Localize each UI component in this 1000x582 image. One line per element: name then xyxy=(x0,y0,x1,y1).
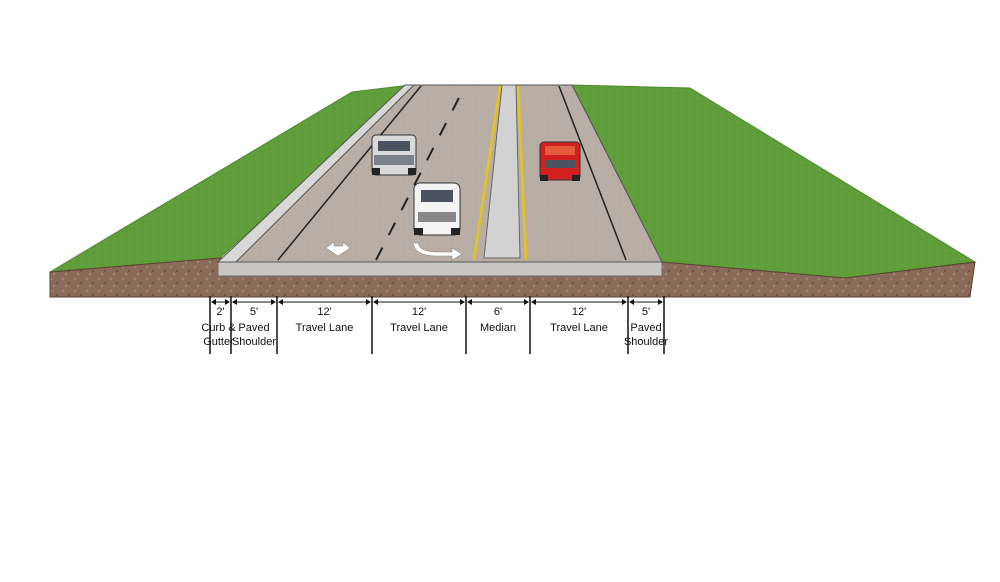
dimension-arrowhead xyxy=(366,299,371,305)
dimension-arrowhead xyxy=(460,299,465,305)
roadway-pavement xyxy=(234,84,663,263)
dimension-arrowhead xyxy=(467,299,472,305)
dimension-arrowhead xyxy=(622,299,627,305)
section-label: Shoulder xyxy=(232,336,276,348)
dimension-arrowhead xyxy=(658,299,663,305)
section-label: Travel Lane xyxy=(550,322,608,334)
dimension-arrowhead xyxy=(629,299,634,305)
section-label: Travel Lane xyxy=(296,322,354,334)
dimension-arrowhead xyxy=(531,299,536,305)
section-width: 5' xyxy=(250,306,258,318)
pavement-slab-front xyxy=(217,261,663,277)
arrow-straight-icon xyxy=(325,241,351,257)
suv-icon xyxy=(413,182,461,236)
pickup-truck-icon xyxy=(371,134,417,176)
median xyxy=(483,84,521,259)
arrow-right-turn-icon xyxy=(412,242,463,261)
dimension-arrowhead xyxy=(278,299,283,305)
yellow-line-right xyxy=(516,85,528,261)
section-label: Paved xyxy=(238,322,269,334)
dimension-arrowhead xyxy=(211,299,216,305)
yellow-line-left xyxy=(472,85,502,261)
section-label: Median xyxy=(480,322,516,334)
section-label: Gutter xyxy=(203,336,234,348)
section-width: 12' xyxy=(317,306,331,318)
section-label: Paved xyxy=(630,322,661,334)
shoulder-line-right xyxy=(558,85,627,261)
section-width: 12' xyxy=(572,306,586,318)
dimension-arrowhead xyxy=(524,299,529,305)
section-label: Shoulder xyxy=(624,336,668,348)
dimension-arrowhead xyxy=(225,299,230,305)
section-width: 2' xyxy=(216,306,224,318)
section-label: Travel Lane xyxy=(390,322,448,334)
shoulder-line-left xyxy=(277,85,422,261)
lane-divider-dashed xyxy=(375,85,466,261)
section-width: 5' xyxy=(642,306,650,318)
section-label: Curb & xyxy=(201,322,236,334)
dimension-arrowhead xyxy=(373,299,378,305)
section-width: 6' xyxy=(494,306,502,318)
dimension-arrowhead xyxy=(232,299,237,305)
red-pickup-icon xyxy=(539,141,581,181)
section-width: 12' xyxy=(412,306,426,318)
dimension-arrowhead xyxy=(271,299,276,305)
